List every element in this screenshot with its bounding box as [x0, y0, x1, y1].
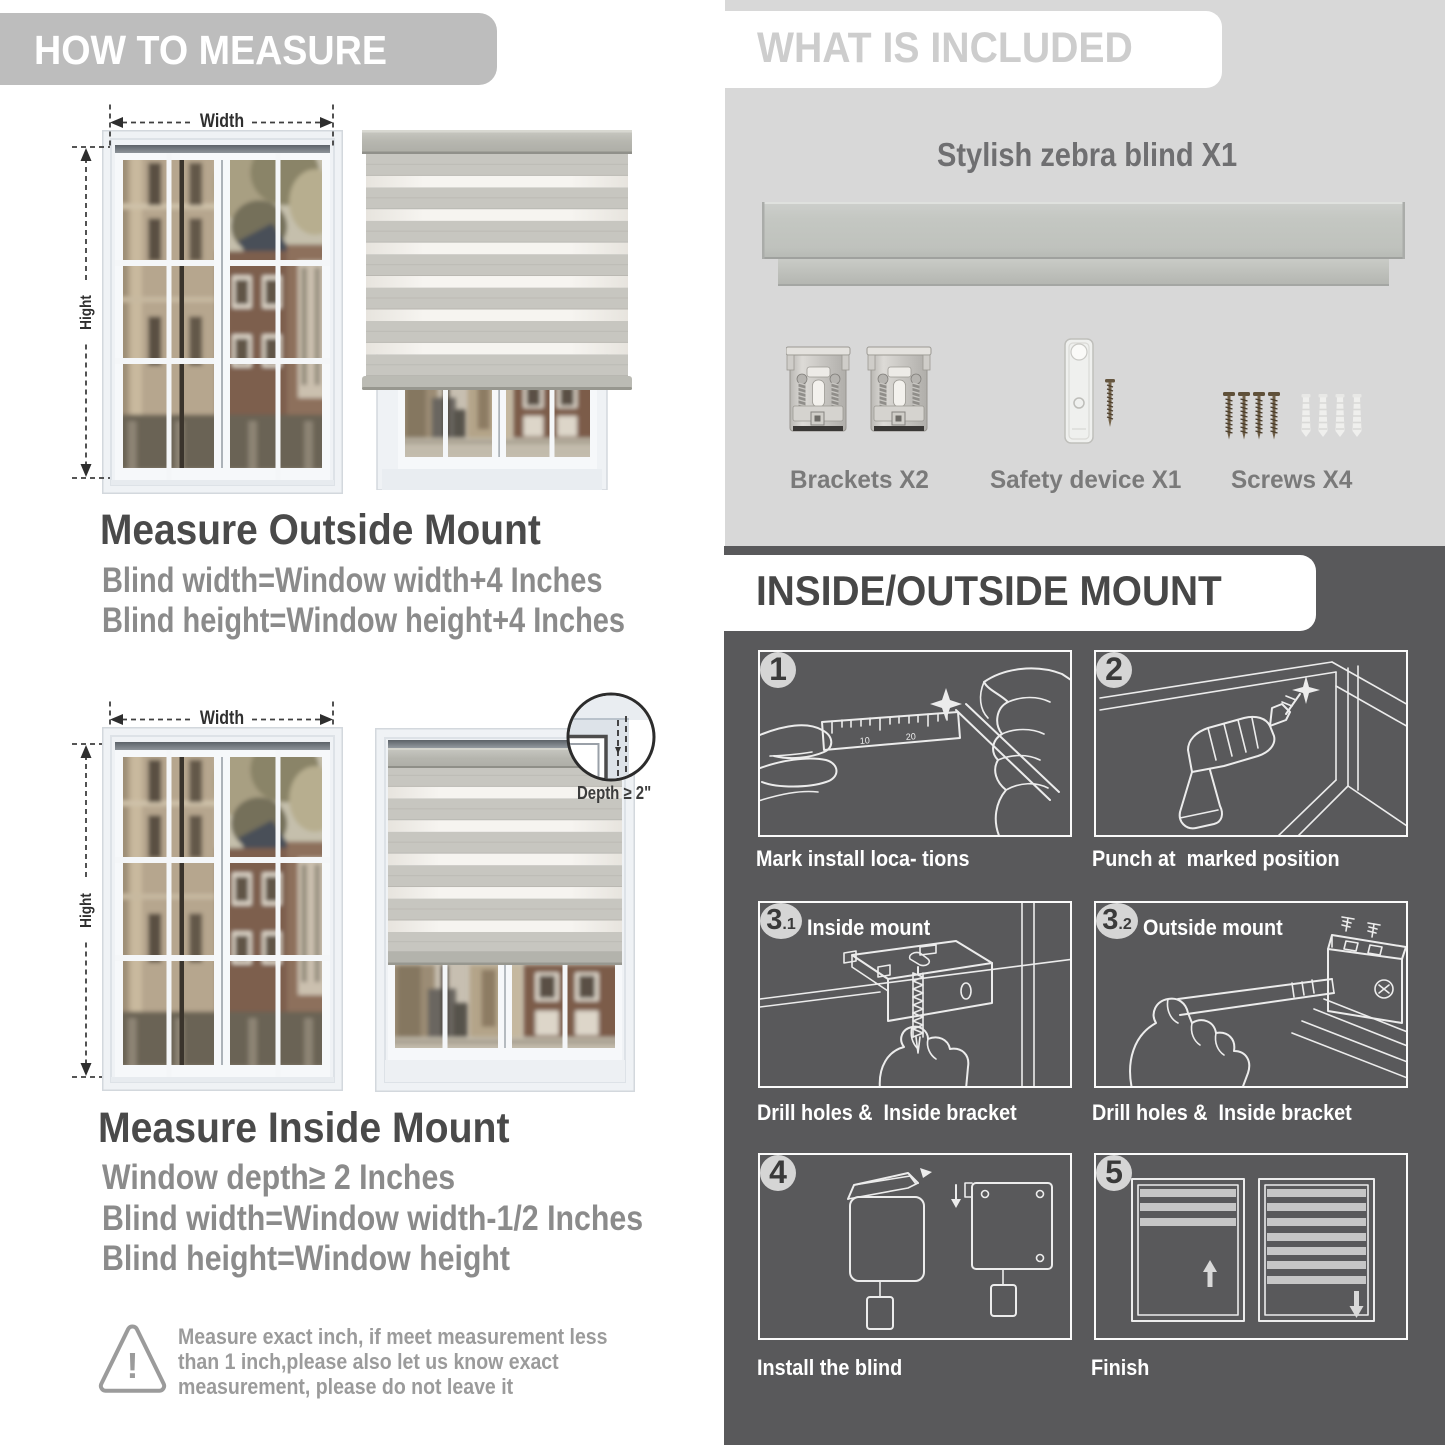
svg-text:!: !	[127, 1345, 139, 1386]
svg-text:Width: Width	[200, 707, 244, 729]
svg-text:Depth ≥ 2": Depth ≥ 2"	[577, 783, 651, 804]
svg-text:10: 10	[859, 735, 870, 746]
svg-text:Hight: Hight	[78, 295, 95, 330]
svg-text:Width: Width	[200, 110, 244, 132]
svg-text:Hight: Hight	[78, 893, 95, 928]
svg-text:20: 20	[905, 731, 916, 742]
